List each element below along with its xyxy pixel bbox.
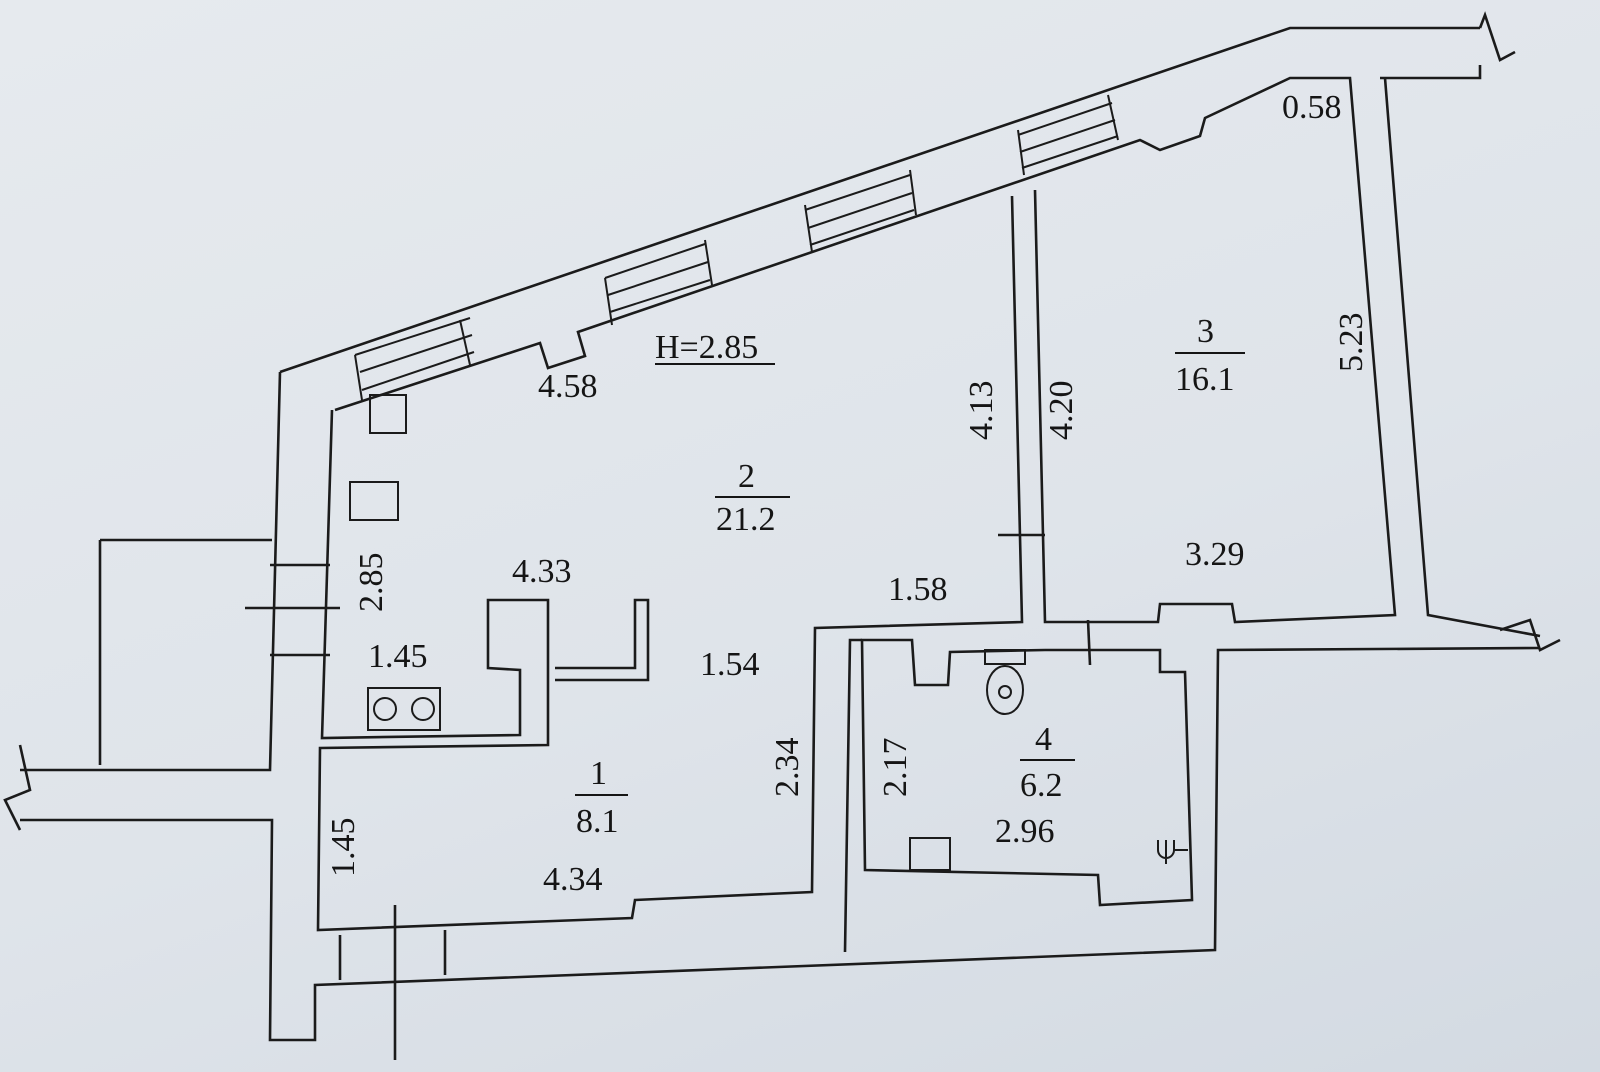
dim-room2-bottom: 1.58 — [888, 571, 948, 608]
room-1-area: 8.1 — [576, 803, 619, 840]
vent-icon — [369, 394, 407, 434]
dim-room1-left: 1.45 — [325, 818, 362, 878]
dim-room3-right: 5.23 — [1333, 313, 1370, 373]
labels: H=2.85 4.58 2 21.2 4.13 4.20 3 16.1 5.23… — [325, 89, 1370, 898]
room-1-number: 1 — [590, 755, 607, 792]
sink-icon — [1157, 840, 1188, 864]
toilet-icon — [984, 649, 1026, 715]
room-2-area: 21.2 — [716, 501, 776, 538]
dim-room1-bottom: 4.34 — [543, 861, 603, 898]
dim-top-wall: 4.58 — [538, 368, 598, 405]
dim-kitchen-left: 2.85 — [353, 553, 390, 613]
dim-room3-bottom: 3.29 — [1185, 536, 1245, 573]
dim-room1-right: 2.34 — [769, 738, 806, 798]
shower-icon — [909, 837, 951, 871]
stove-icon — [367, 687, 441, 731]
dim-partition-left: 4.13 — [963, 381, 1000, 441]
dim-kitchen-bottom: 1.45 — [368, 638, 428, 675]
room-2-number: 2 — [738, 458, 755, 495]
dim-corner: 0.58 — [1282, 89, 1342, 126]
dim-partition-right: 4.20 — [1043, 381, 1080, 441]
dim-room4-left: 2.17 — [877, 738, 914, 798]
ceiling-height: H=2.85 — [655, 329, 758, 366]
dim-kitchen-top: 4.33 — [512, 553, 572, 590]
dim-passage: 1.54 — [700, 646, 760, 683]
room-3-area: 16.1 — [1175, 361, 1235, 398]
boiler-icon — [349, 481, 399, 521]
room-4-area: 6.2 — [1020, 767, 1063, 804]
fixtures — [349, 394, 1188, 871]
room-4-number: 4 — [1035, 721, 1052, 758]
dim-room4-bottom: 2.96 — [995, 813, 1055, 850]
room-3-number: 3 — [1197, 313, 1214, 350]
walls — [3, 11, 1561, 1060]
